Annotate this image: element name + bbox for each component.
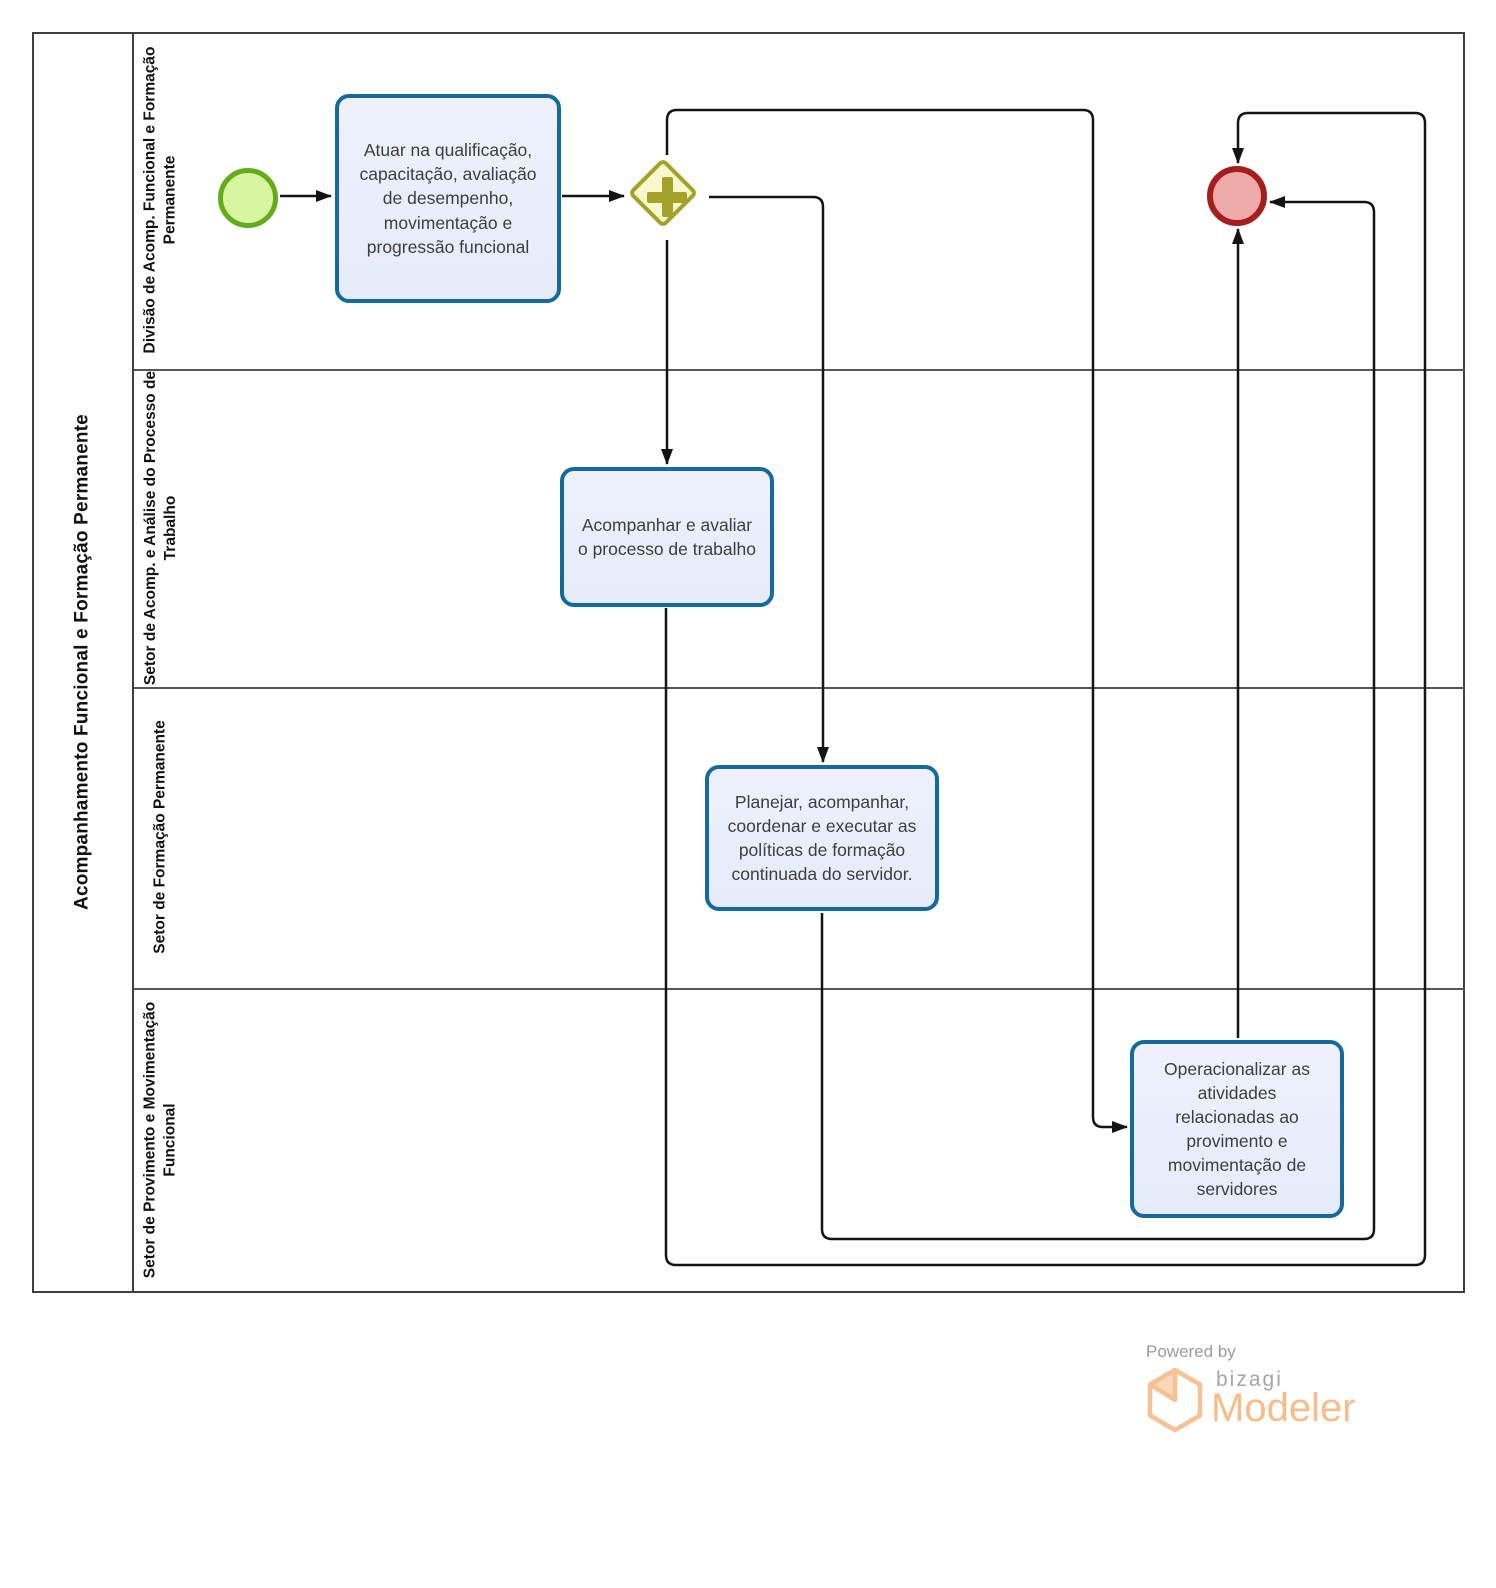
start-event[interactable] xyxy=(218,168,278,228)
lane-separator-2 xyxy=(134,687,1465,689)
end-event[interactable] xyxy=(1207,166,1267,226)
parallel-gateway[interactable] xyxy=(627,157,707,237)
bizagi-cube-icon xyxy=(1147,1367,1203,1433)
task-label: Acompanhar e avaliar o processo de traba… xyxy=(577,514,757,559)
flow-gateway-to-task3 xyxy=(709,195,829,763)
flow-task3-to-end xyxy=(820,196,1376,1241)
bizagi-brand-text: bizagi xyxy=(1216,1368,1283,1391)
task-atuar-qualificacao[interactable]: Atuar na qualificação, capacitação, aval… xyxy=(335,94,561,303)
flow-task2-to-end xyxy=(664,111,1427,1267)
powered-by-text: Powered by xyxy=(1146,1342,1236,1361)
pool-border xyxy=(32,32,1465,1293)
pool-title-separator xyxy=(132,32,134,1293)
task-label: Planejar, acompanhar, coordenar e execut… xyxy=(727,791,917,885)
task-acompanhar-avaliar[interactable]: Acompanhar e avaliar o processo de traba… xyxy=(560,467,774,607)
plus-icon xyxy=(661,177,673,217)
task-label: Operacionalizar as atividades relacionad… xyxy=(1164,1058,1310,1200)
lane-separator-1 xyxy=(134,369,1465,371)
modeler-product-text: Modeler xyxy=(1211,1386,1356,1430)
task-planejar-coordenar[interactable]: Planejar, acompanhar, coordenar e execut… xyxy=(705,765,939,911)
task-operacionalizar-atividades[interactable]: Operacionalizar as atividades relacionad… xyxy=(1130,1040,1344,1218)
lane-separator-3 xyxy=(134,988,1465,990)
task-label: Atuar na qualificação, capacitação, aval… xyxy=(359,140,537,257)
flow-gateway-to-task4 xyxy=(665,108,1128,1133)
